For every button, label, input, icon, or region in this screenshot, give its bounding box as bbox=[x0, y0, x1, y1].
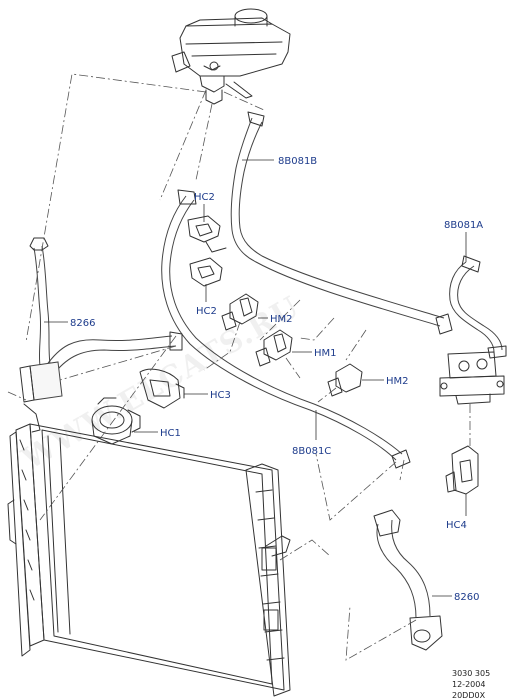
label-hose-8B081A: 8B081A bbox=[444, 220, 483, 231]
label-clip-hc2-bottom: HC2 bbox=[196, 306, 217, 317]
clip-hc2-top bbox=[187, 215, 227, 253]
label-hose-8266: 8266 bbox=[70, 318, 95, 329]
label-clip-hm2-b: HM2 bbox=[386, 376, 409, 387]
label-clip-hc4: HC4 bbox=[446, 520, 467, 531]
reference-block: 3030 305 12-2004 20DD0X bbox=[452, 669, 490, 700]
clip-hm2-b bbox=[327, 363, 363, 397]
label-hose-8260: 8260 bbox=[454, 592, 479, 603]
assembly-lines bbox=[7, 73, 471, 661]
reference-line-1: 3030 305 bbox=[452, 669, 490, 678]
leader-lines bbox=[44, 159, 467, 597]
clip-hm2-a bbox=[221, 293, 259, 331]
label-clip-hm1: HM1 bbox=[314, 348, 337, 359]
clip-hc2-bottom bbox=[189, 257, 223, 287]
clip-hm1 bbox=[255, 329, 293, 367]
clip-hc1 bbox=[91, 397, 141, 445]
label-clip-hc1: HC1 bbox=[160, 428, 181, 439]
expansion-tank bbox=[171, 8, 291, 105]
reference-line-2: 12-2004 bbox=[452, 680, 485, 689]
hose-8B081B bbox=[230, 111, 453, 335]
hose-8266 bbox=[19, 237, 183, 433]
clip-hc4 bbox=[445, 445, 479, 495]
label-hose-8B081B: 8B081B bbox=[278, 156, 317, 167]
label-clip-hc2-top: HC2 bbox=[194, 192, 215, 203]
label-clip-hc3: HC3 bbox=[210, 390, 231, 401]
part-labels: 8B081B 8B081A 8266 8B081C 8260 HC2 HC2 H… bbox=[70, 156, 483, 603]
hose-8B081C bbox=[161, 189, 411, 469]
hose-8B081A bbox=[449, 255, 507, 359]
reference-line-3: 20DD0X bbox=[452, 691, 486, 700]
clip-hc3 bbox=[139, 368, 185, 409]
label-hose-8B081C: 8B081C bbox=[292, 446, 331, 457]
outlet-housing bbox=[439, 351, 505, 405]
hose-8260 bbox=[373, 509, 443, 651]
label-clip-hm2-a: HM2 bbox=[270, 314, 293, 325]
radiator bbox=[7, 423, 291, 697]
